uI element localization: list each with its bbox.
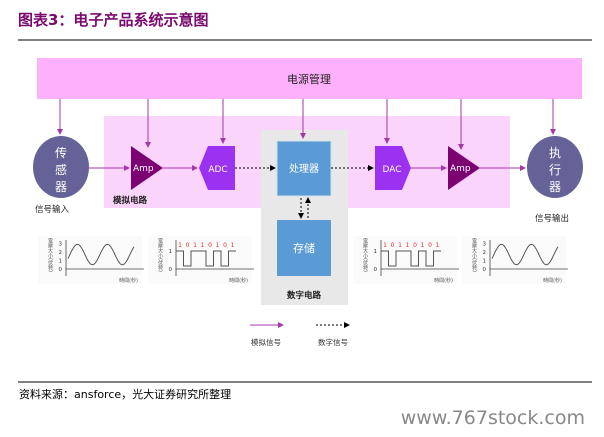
y-tick-label: 1 bbox=[169, 249, 173, 255]
bit-label: 1 bbox=[436, 242, 440, 249]
y-axis-label: 電壓大小(伏特) bbox=[471, 238, 477, 272]
y-tick-label: 1 bbox=[483, 259, 487, 265]
y-tick-label: 1 bbox=[59, 259, 63, 265]
y-tick-label: 3 bbox=[59, 242, 63, 248]
bit-label: 1 bbox=[216, 242, 220, 249]
actuator-label: 执 bbox=[549, 146, 561, 160]
bit-label: 1 bbox=[201, 242, 205, 249]
bit-label: 0 bbox=[428, 242, 432, 249]
bit-label: 0 bbox=[391, 242, 395, 249]
processor-block bbox=[276, 140, 332, 197]
dac-label: DAC bbox=[382, 165, 401, 175]
power-arrows bbox=[57, 99, 556, 150]
watermark: www.767stock.com bbox=[401, 407, 585, 429]
bit-label: 1 bbox=[193, 242, 197, 249]
figure-title: 图表3：电子产品系统示意图 bbox=[18, 11, 208, 29]
y-tick-label: 0 bbox=[374, 267, 378, 273]
sensor-node bbox=[33, 136, 89, 198]
sensor-label: 器 bbox=[55, 180, 67, 194]
y-axis-label: 電壓大小(伏特) bbox=[157, 238, 163, 272]
amplifier-output-label: Amp bbox=[450, 164, 471, 174]
y-tick-label: 0 bbox=[59, 267, 63, 273]
square-wave bbox=[176, 250, 236, 267]
x-axis-label: 時間(秒) bbox=[543, 277, 562, 284]
amplifier-output bbox=[448, 146, 480, 190]
square-wave bbox=[381, 250, 441, 267]
storage-block bbox=[277, 220, 331, 276]
actuator-label: 行 bbox=[549, 163, 561, 177]
y-tick-label: 0 bbox=[169, 267, 173, 273]
y-tick-label: 2 bbox=[483, 250, 487, 256]
y-tick-label: 2 bbox=[59, 250, 63, 256]
analog-circuit-label: 模拟电路 bbox=[113, 195, 148, 206]
bit-label: 1 bbox=[231, 242, 235, 249]
x-axis-label: 時間(秒) bbox=[119, 277, 138, 284]
sine-wave bbox=[67, 243, 135, 266]
power-management-label: 电源管理 bbox=[287, 72, 331, 86]
signal-input-label: 信号输入 bbox=[35, 204, 70, 215]
storage-label: 存储 bbox=[293, 241, 315, 255]
bit-label: 0 bbox=[223, 242, 227, 249]
legend-digital-label: 数字信号 bbox=[318, 337, 348, 347]
bit-label: 1 bbox=[178, 242, 182, 249]
sine-wave bbox=[491, 243, 559, 266]
y-tick-label: 0 bbox=[483, 267, 487, 273]
processor-label: 处理器 bbox=[289, 163, 319, 175]
signal-output-label: 信号输出 bbox=[535, 213, 569, 224]
bit-label: 1 bbox=[421, 242, 425, 249]
amplifier-input-label: Amp bbox=[133, 164, 154, 174]
analog-waveform-panel: 電壓大小(伏特) 時間(秒) 3 2 1 0 bbox=[462, 236, 568, 284]
y-tick-label: 1 bbox=[374, 249, 378, 255]
dac-block bbox=[375, 146, 411, 190]
digital-signal-arrows bbox=[235, 165, 374, 219]
bit-label: 1 bbox=[406, 242, 410, 249]
bit-label: 0 bbox=[186, 242, 190, 249]
sensor-label: 传 bbox=[55, 145, 67, 160]
adc-label: ADC bbox=[208, 165, 227, 175]
sensor-label: 感 bbox=[55, 162, 67, 177]
y-axis-label: 電壓大小(伏特) bbox=[362, 238, 368, 272]
bit-label: 1 bbox=[383, 242, 387, 249]
bit-label: 0 bbox=[413, 242, 417, 249]
adc-block bbox=[199, 146, 235, 190]
y-axis-label: 電壓大小(伏特) bbox=[47, 238, 53, 272]
power-management-bar bbox=[37, 58, 582, 99]
bit-label: 1 bbox=[398, 242, 402, 249]
source-note: 资料来源：ansforce，光大证券研究所整理 bbox=[19, 387, 231, 401]
analog-waveform-panel: 電壓大小(伏特) 時間(秒) 3 2 1 0 bbox=[38, 236, 144, 284]
x-axis-label: 時間(秒) bbox=[434, 277, 453, 284]
legend-analog-label: 模拟信号 bbox=[251, 337, 281, 347]
actuator-label: 器 bbox=[549, 180, 561, 194]
actuator-node bbox=[527, 136, 583, 198]
y-tick-label: 3 bbox=[483, 242, 487, 248]
bit-label: 0 bbox=[208, 242, 212, 249]
amplifier-input bbox=[131, 146, 163, 190]
x-axis-label: 時間(秒) bbox=[229, 277, 248, 284]
digital-circuit-label: 数字电路 bbox=[287, 290, 322, 301]
